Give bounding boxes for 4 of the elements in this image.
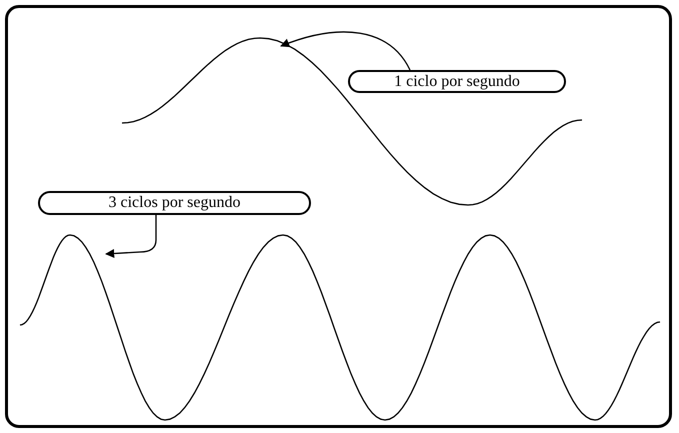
arrow: [280, 31, 411, 70]
label-pill: 3 ciclos por segundo: [38, 191, 311, 215]
wave-curve: [20, 234, 660, 421]
arrow: [105, 215, 157, 258]
